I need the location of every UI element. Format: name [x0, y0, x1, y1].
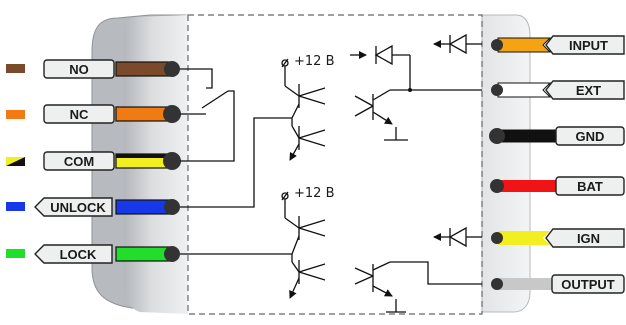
left-pins: [163, 61, 181, 262]
terminal-label-gnd: GND: [575, 128, 605, 144]
terminal-label-bat: BAT: [577, 178, 603, 194]
terminal-label-output: OUTPUT: [561, 276, 615, 292]
device-outline: [187, 14, 483, 315]
transistor-input: [354, 89, 482, 141]
right-connector-housing: [481, 14, 531, 313]
terminal-label-ign: IGN: [576, 230, 601, 246]
terminal-label-unlock: UNLOCK: [50, 199, 106, 215]
right-pins: [489, 39, 505, 290]
terminal-label-no: NO: [69, 61, 89, 77]
left-color-swatches: [6, 64, 25, 258]
transistor-output: [354, 226, 482, 313]
relay-wiring: [180, 68, 292, 255]
left-label-tags: [34, 59, 115, 264]
supply-label-lower: +12 В: [294, 186, 335, 201]
terminal-label-lock: LOCK: [59, 246, 97, 262]
transistor-stack-upper: [281, 58, 326, 161]
right-label-tags: [545, 35, 625, 294]
right-wires: [497, 37, 557, 290]
terminal-label-ext: EXT: [575, 82, 602, 98]
terminal-label-nc: NC: [69, 106, 89, 122]
supply-label-upper: +12 В: [294, 54, 335, 69]
terminal-label-input: INPUT: [569, 37, 608, 53]
terminal-label-com: COM: [63, 153, 95, 169]
diode-group-upper: [350, 33, 482, 90]
left-wires: [115, 61, 173, 262]
transistor-stack-lower: [281, 191, 326, 299]
